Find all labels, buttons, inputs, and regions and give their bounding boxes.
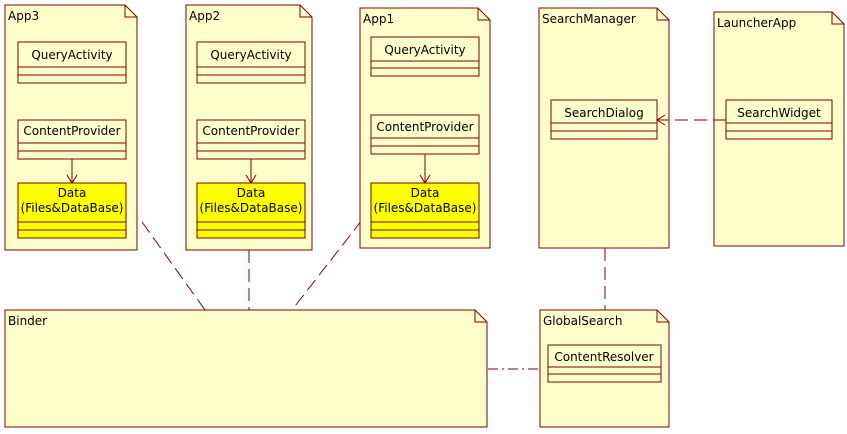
package-binder[interactable]: Binder — [4, 309, 488, 428]
app3-content-provider[interactable]: ContentProvider — [17, 119, 127, 160]
app2-content-provider-label: ContentProvider — [202, 124, 299, 138]
package-app2-label: App2 — [189, 9, 220, 23]
search-dialog[interactable]: SearchDialog — [550, 99, 658, 140]
app3-data-label-line1: Data — [58, 186, 87, 200]
widget-dialog-dependency-arrow — [656, 114, 726, 126]
app1-content-provider[interactable]: ContentProvider — [370, 114, 480, 155]
app1-data-label-line1: Data — [411, 186, 440, 200]
app1-query-activity[interactable]: QueryActivity — [370, 36, 480, 77]
app3-data-label-line2: (Files&DataBase) — [21, 201, 124, 215]
app1-query-activity-label: QueryActivity — [384, 43, 465, 57]
app3-data[interactable]: Data (Files&DataBase) — [17, 182, 127, 239]
app2-query-activity-label: QueryActivity — [210, 48, 291, 62]
package-searchmanager-label: SearchManager — [542, 12, 636, 26]
search-widget-label: SearchWidget — [737, 106, 821, 120]
app1-data[interactable]: Data (Files&DataBase) — [370, 182, 480, 239]
app1-binder-link — [291, 219, 363, 311]
app2-content-provider[interactable]: ContentProvider — [196, 119, 306, 160]
content-resolver-label: ContentResolver — [554, 350, 653, 364]
content-resolver[interactable]: ContentResolver — [547, 344, 662, 383]
search-widget[interactable]: SearchWidget — [725, 99, 833, 140]
app1-data-label-line2: (Files&DataBase) — [374, 201, 477, 215]
app3-query-activity[interactable]: QueryActivity — [17, 41, 127, 84]
app3-query-activity-label: QueryActivity — [31, 48, 112, 62]
app3-content-provider-label: ContentProvider — [23, 124, 120, 138]
app2-query-activity[interactable]: QueryActivity — [196, 41, 306, 84]
package-app3-label: App3 — [8, 9, 39, 23]
search-dialog-label: SearchDialog — [564, 106, 643, 120]
app2-data-label-line1: Data — [237, 186, 266, 200]
package-launcherapp-label: LauncherApp — [717, 16, 796, 30]
app1-content-provider-label: ContentProvider — [376, 120, 473, 134]
package-globalsearch-label: GlobalSearch — [543, 314, 623, 328]
package-binder-label: Binder — [8, 314, 47, 328]
package-app1-label: App1 — [363, 12, 394, 26]
app2-data[interactable]: Data (Files&DataBase) — [196, 182, 306, 239]
app2-data-label-line2: (Files&DataBase) — [200, 201, 303, 215]
